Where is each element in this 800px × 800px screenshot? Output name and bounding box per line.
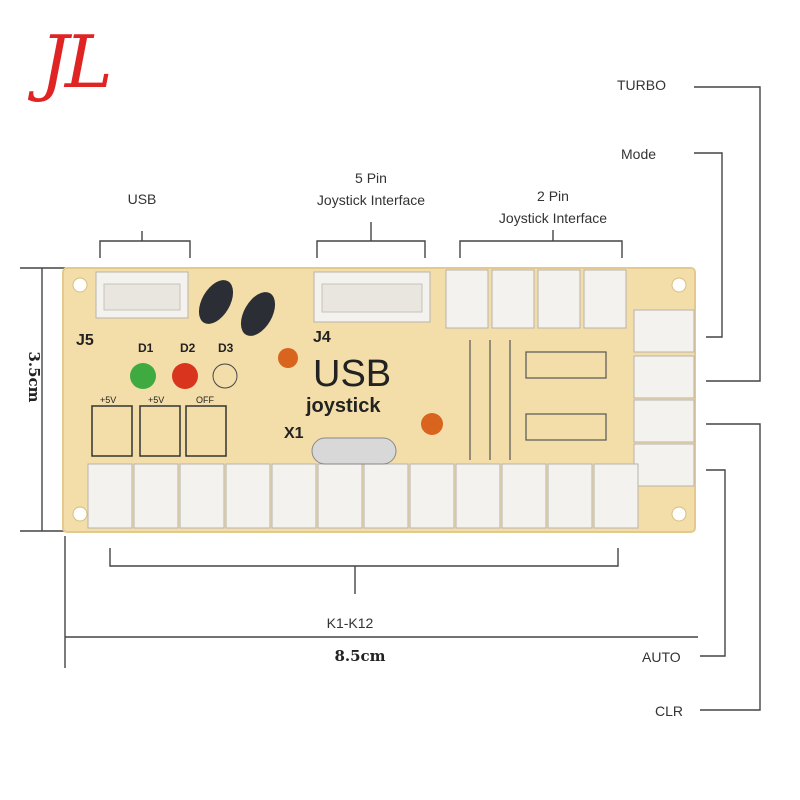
resistor-block — [525, 413, 607, 441]
led-empty — [212, 363, 238, 389]
capacitor — [240, 292, 276, 336]
led-red — [172, 363, 198, 389]
auto-leader-line — [700, 469, 726, 657]
mode-label: Mode — [621, 146, 657, 162]
k-connector — [363, 463, 409, 529]
two-pin-label-line2: Joystick Interface — [498, 210, 608, 226]
five-pin-connector-body — [321, 283, 423, 313]
resistor-block — [525, 351, 607, 379]
turbo-leader-line — [694, 86, 761, 382]
off-label: OFF — [196, 395, 214, 405]
two-pin-connector-row — [445, 269, 627, 329]
mode-connector — [633, 309, 695, 353]
pin-header — [185, 405, 227, 457]
two-pin-connector — [537, 269, 581, 329]
d2-label: D2 — [180, 341, 196, 355]
clr-leader-line — [700, 423, 761, 711]
k-connector — [225, 463, 271, 529]
k-connector-row — [87, 463, 639, 529]
turbo-label: TURBO — [617, 77, 666, 93]
k-connector — [547, 463, 593, 529]
mounting-hole — [72, 506, 88, 522]
two-pin-connector — [445, 269, 489, 329]
width-dimension-label: 8.5cm — [334, 647, 386, 665]
plus5v-label: +5V — [100, 395, 116, 405]
k-connector — [455, 463, 501, 529]
two-pin-bracket-line — [459, 240, 623, 258]
pin-header — [139, 405, 181, 457]
auto-label: AUTO — [642, 649, 681, 665]
usb-bracket-line — [99, 240, 191, 258]
plus5v-label: +5V — [148, 395, 164, 405]
usb-label: USB — [127, 191, 157, 207]
five-pin-label-line2: Joystick Interface — [316, 192, 426, 208]
clr-connector — [633, 399, 695, 443]
led-green — [130, 363, 156, 389]
auto-connector — [633, 443, 695, 487]
k-connector — [593, 463, 639, 529]
mounting-hole — [671, 277, 687, 293]
k-connector — [317, 463, 363, 529]
k-connector — [87, 463, 133, 529]
two-pin-label-line1: 2 Pin — [537, 188, 569, 204]
five-pin-label-line1: 5 Pin — [355, 170, 387, 186]
mounting-hole — [671, 506, 687, 522]
two-pin-connector — [583, 269, 627, 329]
k-connector — [271, 463, 317, 529]
j4-label: J4 — [313, 329, 331, 346]
ceramic-capacitor — [421, 413, 443, 435]
k-connector — [409, 463, 455, 529]
pin-header — [91, 405, 133, 457]
two-pin-connector — [491, 269, 535, 329]
k1-k12-label: K1-K12 — [326, 615, 374, 631]
k1-k12-bracket-line — [109, 548, 619, 567]
turbo-connector — [633, 355, 695, 399]
capacitor — [198, 280, 234, 324]
board-title: USB — [313, 353, 391, 395]
x1-label: X1 — [284, 425, 304, 442]
usb-connector-body — [103, 283, 181, 311]
ceramic-capacitor — [278, 348, 298, 368]
five-pin-bracket-line — [316, 240, 426, 258]
j5-label: J5 — [76, 332, 94, 349]
k-connector — [179, 463, 225, 529]
k-connector — [501, 463, 547, 529]
k-connector — [133, 463, 179, 529]
crystal — [311, 437, 397, 465]
d1-label: D1 — [138, 341, 154, 355]
brand-logo: JL — [40, 20, 113, 104]
mode-leader-line — [694, 152, 723, 338]
mounting-hole — [72, 277, 88, 293]
clr-label: CLR — [655, 703, 684, 719]
board-subtitle: joystick — [305, 395, 381, 417]
d3-label: D3 — [218, 341, 234, 355]
